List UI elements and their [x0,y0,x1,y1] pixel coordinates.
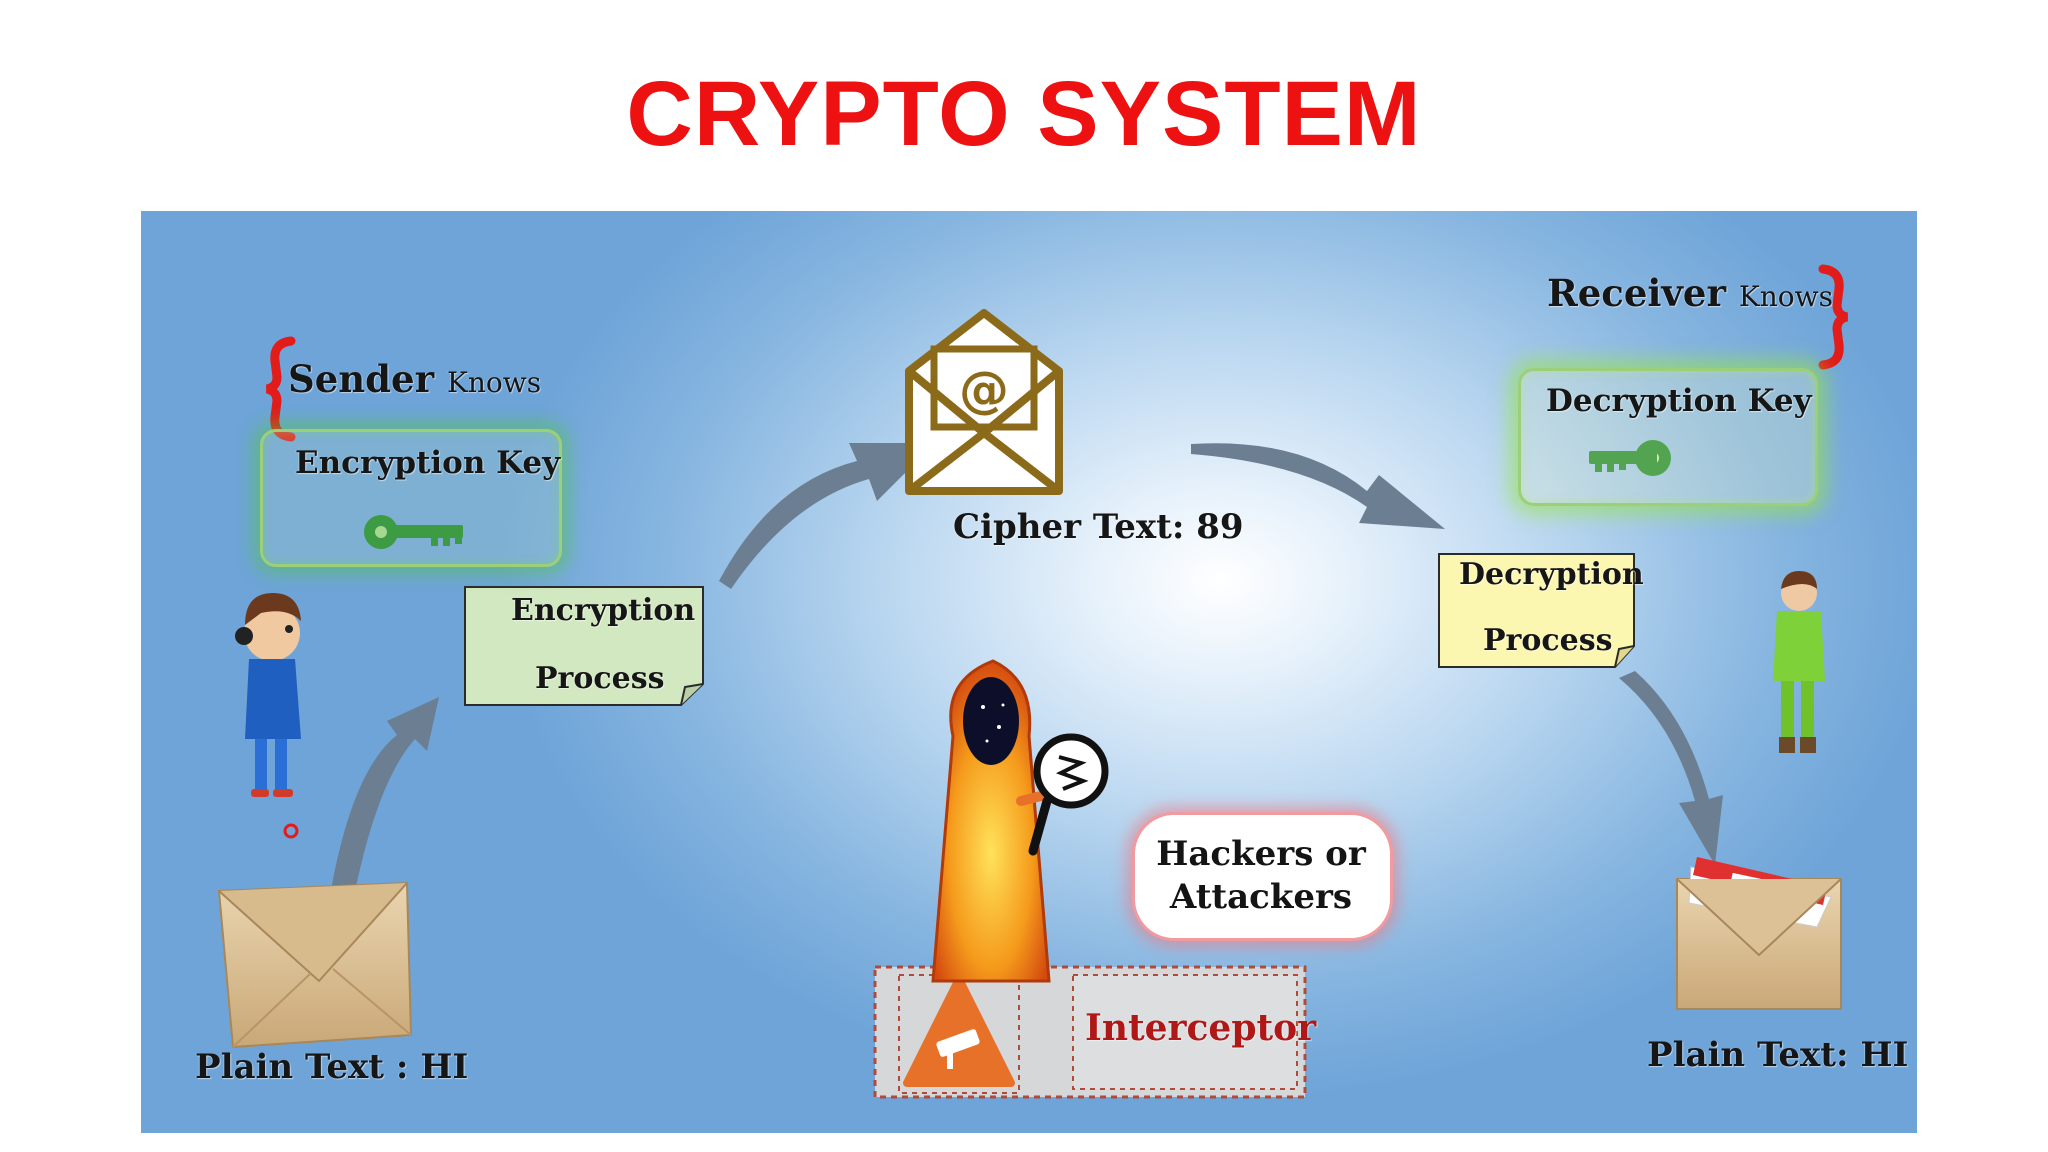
sender-character [235,593,301,839]
encryption-key-icon [364,515,463,549]
encryption-process-note [464,586,704,706]
encryption-key-box [260,429,562,567]
decryption-process-note [1438,553,1635,668]
arrow-plain-to-encryption [329,697,439,901]
diagram-artwork: @ [217,264,1849,1099]
receiver-name: Receiver [1547,271,1726,315]
encryption-key-label: Encryption Key [295,445,561,481]
receiver-plain-text-label: Plain Text: HI [1647,1035,1909,1075]
decryption-process-line2: Process [1483,623,1613,658]
hackers-label: Hackers or Attackers [1156,834,1366,917]
decryption-key-box [1518,368,1818,506]
crypto-diagram-panel: @ [141,211,1917,1133]
interceptor-label: Interceptor [1085,1007,1317,1049]
receiver-brace-icon [1818,264,1849,370]
sender-plain-text-label: Plain Text : HI [195,1047,469,1087]
surveillance-camera-warning-icon [903,975,1015,1087]
cipher-envelope-icon: @ [905,309,1063,495]
sender-knows-suffix: Knows [446,366,542,399]
receiver-knows-label: Receiver Knows [1547,271,1833,315]
hackers-bubble [1132,812,1393,941]
decryption-process-line1: Decryption [1459,557,1644,592]
encryption-process-line2: Process [535,661,665,696]
arrow-cipher-to-decryption [1191,443,1445,529]
arrow-encryption-to-cipher [719,443,935,589]
encryption-process-line1: Encryption [511,593,696,628]
receiver-character [1773,571,1825,753]
arrow-decryption-to-plain [1619,671,1723,865]
hooded-hacker-icon [931,659,1109,983]
cipher-text-label: Cipher Text: 89 [953,507,1244,547]
sender-plain-envelope-icon [217,881,413,1049]
sender-brace-icon [265,336,296,442]
receiver-open-envelope-icon [1676,857,1842,1010]
sender-name: Sender [288,357,435,401]
receiver-knows-suffix: Knows [1738,280,1833,313]
decryption-key-label: Decryption Key [1546,383,1812,419]
page-title: CRYPTO SYSTEM [626,63,1422,165]
decryption-key-icon [1589,440,1671,476]
sender-knows-label: Sender Knows [288,357,541,401]
svg-text:@: @ [959,361,1009,419]
